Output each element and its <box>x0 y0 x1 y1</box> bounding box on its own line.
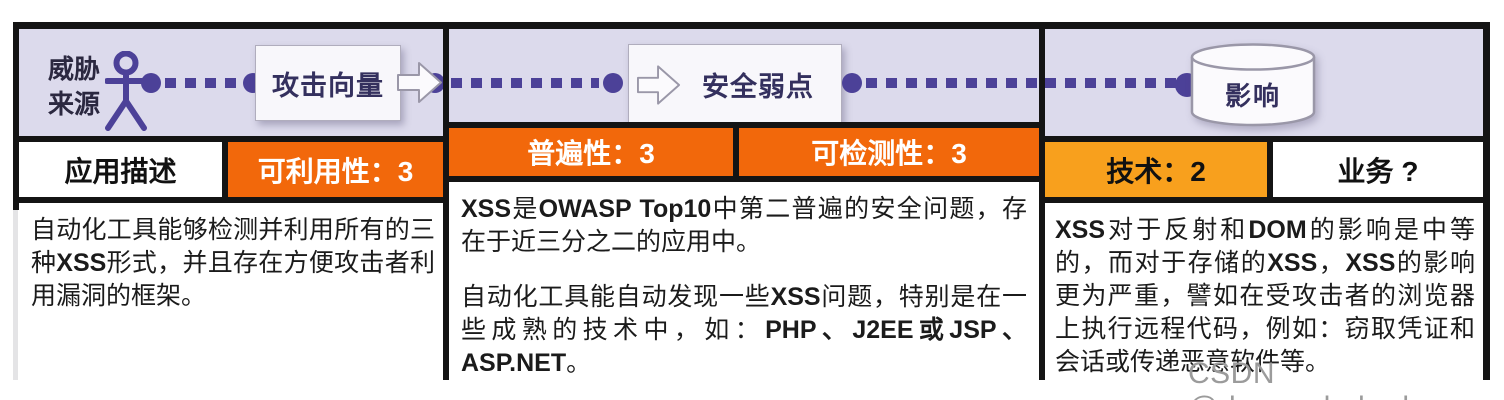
owasp-risk-rating-table: 威胁 来源 <box>13 22 1490 380</box>
header-row-s2: 普遍性：3 可检测性：3 <box>449 122 1039 182</box>
impact-label: 影响 <box>1224 81 1281 111</box>
security-weakness-box: 安全弱点 <box>628 44 842 123</box>
threat-source-line2: 来源 <box>47 89 100 119</box>
connector-dot <box>141 73 161 93</box>
cell-impact-description: XSS对于反射和DOM的影响是中等的，而对于存储的XSS，XSS的影响更为严重，… <box>1045 203 1483 380</box>
header-detectability: 可检测性：3 <box>733 128 1039 176</box>
section-attack-vectors: 威胁 来源 <box>19 29 449 380</box>
arrow-right-icon <box>637 65 681 105</box>
header-row-s3: 技术：2 业务 ? <box>1045 136 1483 203</box>
section-security-weakness: 安全弱点 普遍性：3 可检测性：3 XSS是OWASP Top10中第二普遍的安… <box>449 29 1045 380</box>
header-business-impact: 业务 ? <box>1267 142 1483 197</box>
threat-source-line1: 威胁 <box>47 54 100 84</box>
arrow-right-icon <box>397 62 442 103</box>
table-sections: 威胁 来源 <box>19 29 1483 380</box>
section-impact: 影响 技术：2 业务 ? XSS对于反射和DOM的影响是中等的，而对于存储的XS… <box>1045 29 1483 380</box>
header-exploitability: 可利用性：3 <box>222 142 443 197</box>
cell-weakness-description: XSS是OWASP Top10中第二普遍的安全问题，存在于近三分之二的应用中。 … <box>449 182 1039 380</box>
attack-vector-label: 攻击向量 <box>272 70 384 101</box>
watermark: CSDN @dream_heheda <box>1188 357 1426 400</box>
dotted-connector <box>1045 78 1178 88</box>
banner-impact: 影响 <box>1045 29 1483 136</box>
header-app-description: 应用描述 <box>19 142 222 197</box>
dotted-connector <box>165 78 241 88</box>
weakness-paragraph-2: 自动化工具能自动发现一些XSS问题，特别是在一些成熟的技术中，如：PHP、J2E… <box>461 283 1027 377</box>
security-weakness-label: 安全弱点 <box>702 71 814 102</box>
header-technical-impact: 技术：2 <box>1045 142 1267 197</box>
connector-dot <box>603 73 623 93</box>
threat-agent-actor-icon <box>105 51 149 131</box>
table-left-border <box>13 29 19 210</box>
header-prevalence: 普遍性：3 <box>449 128 733 176</box>
table-left-border-faded <box>13 210 18 380</box>
weakness-paragraph-1: XSS是OWASP Top10中第二普遍的安全问题，存在于近三分之二的应用中。 <box>461 195 1027 256</box>
table-right-border <box>1483 29 1490 380</box>
attack-vector-box: 攻击向量 <box>255 45 401 121</box>
cell-exploitability-description: 自动化工具能够检测并利用所有的三种XSS形式，并且存在方便攻击者利用漏洞的框架。 <box>19 203 443 380</box>
banner-threat-source: 威胁 来源 <box>19 29 443 136</box>
connector-dot <box>842 73 862 93</box>
dotted-connector <box>451 78 599 88</box>
impact-database-icon: 影响 <box>1188 42 1318 131</box>
impact-paragraph: XSS对于反射和DOM的影响是中等的，而对于存储的XSS，XSS的影响更为严重，… <box>1055 216 1475 376</box>
exploitability-paragraph: 自动化工具能够检测并利用所有的三种XSS形式，并且存在方便攻击者利用漏洞的框架。 <box>31 216 435 310</box>
header-row-s1: 应用描述 可利用性：3 <box>19 136 443 203</box>
threat-source-label: 威胁 来源 <box>41 52 107 122</box>
banner-security-weakness: 安全弱点 <box>449 29 1039 123</box>
dotted-connector <box>866 78 1037 88</box>
